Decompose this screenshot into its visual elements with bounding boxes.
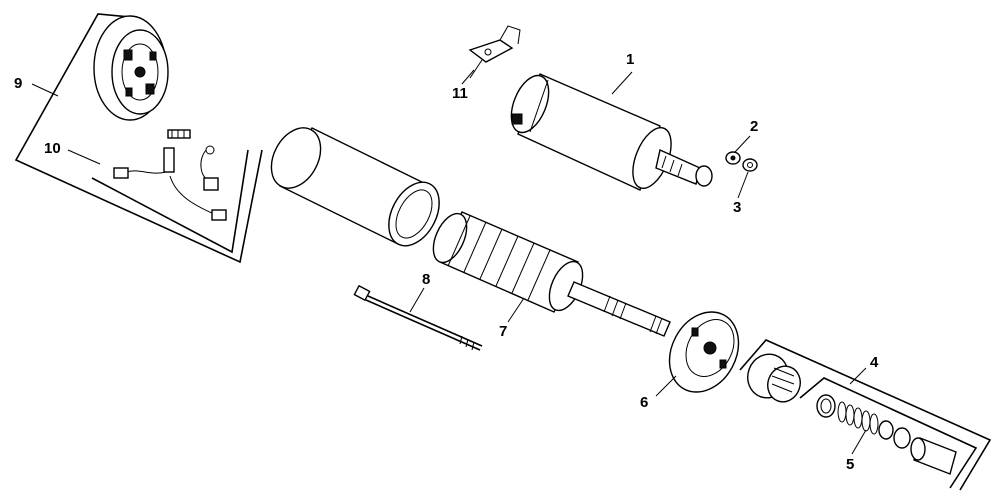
end-cap-part xyxy=(93,15,169,121)
callout-7: 7 xyxy=(499,323,507,340)
drive-spring-kit-part xyxy=(816,394,957,475)
callout-9: 9 xyxy=(14,75,22,92)
leader-lines xyxy=(409,69,867,455)
callout-10: 10 xyxy=(44,140,61,157)
callout-4: 4 xyxy=(870,354,879,371)
washer-part xyxy=(742,158,758,172)
group-bracket-9-10 xyxy=(14,13,263,264)
callout-2: 2 xyxy=(750,118,758,135)
callout-8: 8 xyxy=(422,271,430,288)
callout-5: 5 xyxy=(846,456,854,473)
motor-frame-housing xyxy=(270,127,440,247)
through-bolt-part xyxy=(353,284,483,351)
drive-pinion-part xyxy=(747,353,801,403)
drive-end-cap-part xyxy=(668,311,740,393)
nut-part xyxy=(725,151,741,165)
clip-part xyxy=(468,25,521,79)
callout-6: 6 xyxy=(640,394,648,411)
leader-10 xyxy=(67,149,101,165)
callout-11: 11 xyxy=(452,85,468,102)
group-bracket-4-5 xyxy=(739,339,992,491)
callout-1: 1 xyxy=(626,51,634,68)
starter-motor-assembly-part xyxy=(510,73,713,191)
callout-3: 3 xyxy=(733,199,741,216)
leader-9 xyxy=(31,83,59,97)
armature-part xyxy=(432,211,671,337)
brush-wire-set-part xyxy=(113,129,227,221)
